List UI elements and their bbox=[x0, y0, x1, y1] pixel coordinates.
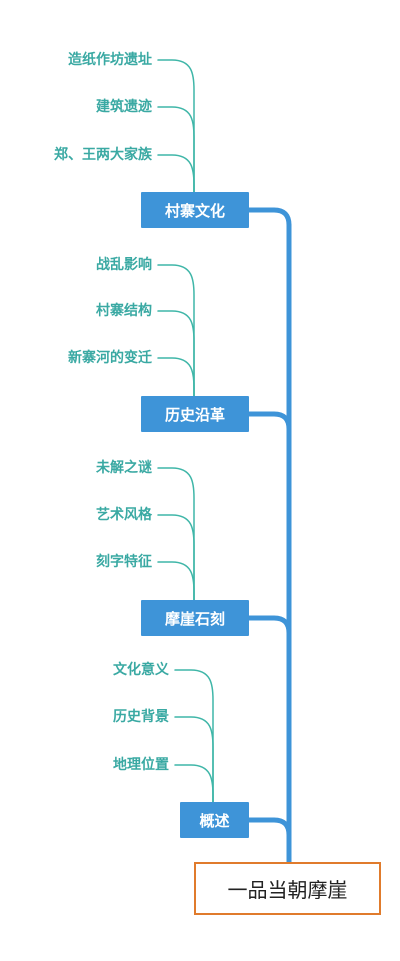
leaf-connector-3-2 bbox=[174, 764, 214, 803]
leaf-connector-0-2 bbox=[157, 154, 195, 193]
leaf-node[interactable]: 地理位置 bbox=[113, 757, 169, 773]
leaf-node[interactable]: 新寨河的变迁 bbox=[68, 350, 152, 366]
leaf-node[interactable]: 历史背景 bbox=[113, 709, 169, 725]
leaf-node[interactable]: 战乱影响 bbox=[96, 257, 152, 273]
leaf-connector-3-1 bbox=[174, 716, 214, 803]
leaf-connector-1-2 bbox=[157, 357, 195, 397]
branch-connector-2 bbox=[246, 615, 292, 636]
leaf-connector-2-1 bbox=[157, 514, 195, 601]
branch-connector-0 bbox=[246, 207, 292, 228]
connector-lines bbox=[157, 59, 292, 865]
leaf-node[interactable]: 文化意义 bbox=[113, 662, 169, 678]
branch-connector-3 bbox=[246, 817, 292, 838]
leaf-node[interactable]: 建筑遗迹 bbox=[96, 99, 152, 115]
leaf-node[interactable]: 郑、王两大家族 bbox=[54, 147, 152, 163]
branch-node-lishi-yange[interactable]: 历史沿革 bbox=[141, 396, 249, 432]
leaf-node[interactable]: 未解之谜 bbox=[96, 460, 152, 476]
branch-connector-1 bbox=[246, 411, 292, 432]
root-node[interactable]: 一品当朝摩崖 bbox=[194, 862, 381, 915]
leaf-connector-1-0 bbox=[157, 264, 195, 397]
branch-node-moya-shike[interactable]: 摩崖石刻 bbox=[141, 600, 249, 636]
leaf-node[interactable]: 艺术风格 bbox=[96, 507, 152, 523]
leaf-connector-3-0 bbox=[174, 669, 214, 803]
branch-node-cunzhai-wenhua[interactable]: 村寨文化 bbox=[141, 192, 249, 228]
leaf-connector-0-1 bbox=[157, 106, 195, 193]
leaf-node[interactable]: 造纸作坊遗址 bbox=[68, 52, 152, 68]
leaf-node[interactable]: 村寨结构 bbox=[96, 303, 152, 319]
branch-node-gaishu[interactable]: 概述 bbox=[180, 802, 249, 838]
leaf-connector-1-1 bbox=[157, 310, 195, 397]
leaf-connector-0-0 bbox=[157, 59, 195, 193]
leaf-node[interactable]: 刻字特征 bbox=[96, 554, 152, 570]
leaf-connector-2-0 bbox=[157, 467, 195, 601]
leaf-connector-2-2 bbox=[157, 561, 195, 601]
